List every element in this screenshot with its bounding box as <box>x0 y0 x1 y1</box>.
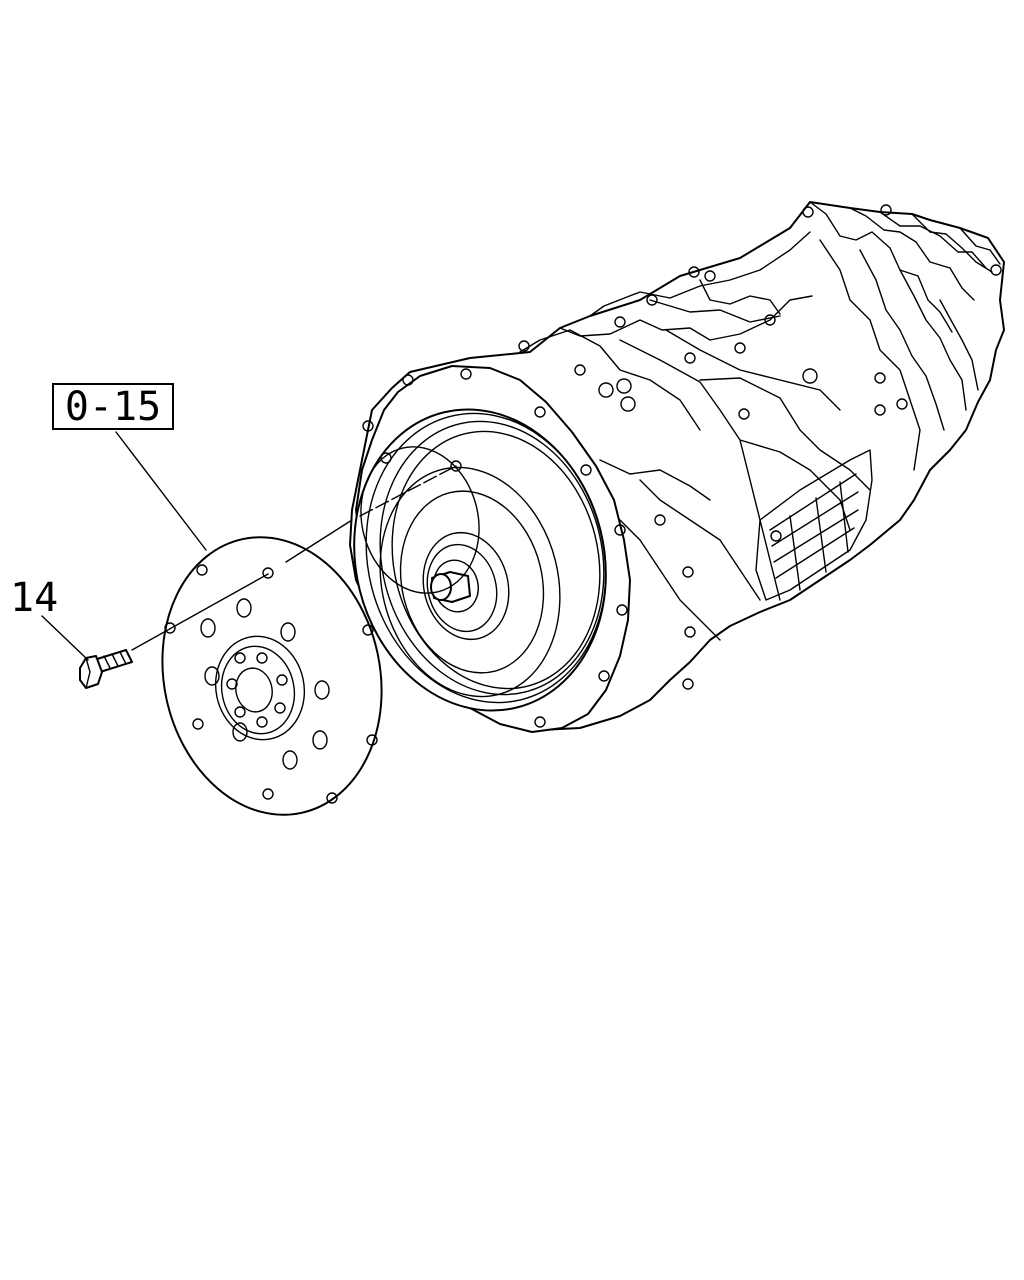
plate-alignment-line-a <box>285 519 353 563</box>
housing-bolt-holes <box>518 204 1002 690</box>
torque-converter <box>353 408 607 712</box>
transmission-assembly <box>349 201 1005 733</box>
bolt-alignment-line <box>131 573 269 651</box>
drive-plate-bolt <box>79 649 133 689</box>
callout-0-15-leader <box>115 431 207 551</box>
drive-plate <box>161 536 383 816</box>
callout-14-leader <box>41 615 89 661</box>
part-number-callout: 14 <box>10 575 59 621</box>
leader-lines <box>41 431 457 661</box>
reference-callout-box: 0-15 <box>52 383 174 430</box>
plate-alignment-line-b <box>359 465 457 517</box>
reference-callout-text: 0-15 <box>64 383 162 430</box>
